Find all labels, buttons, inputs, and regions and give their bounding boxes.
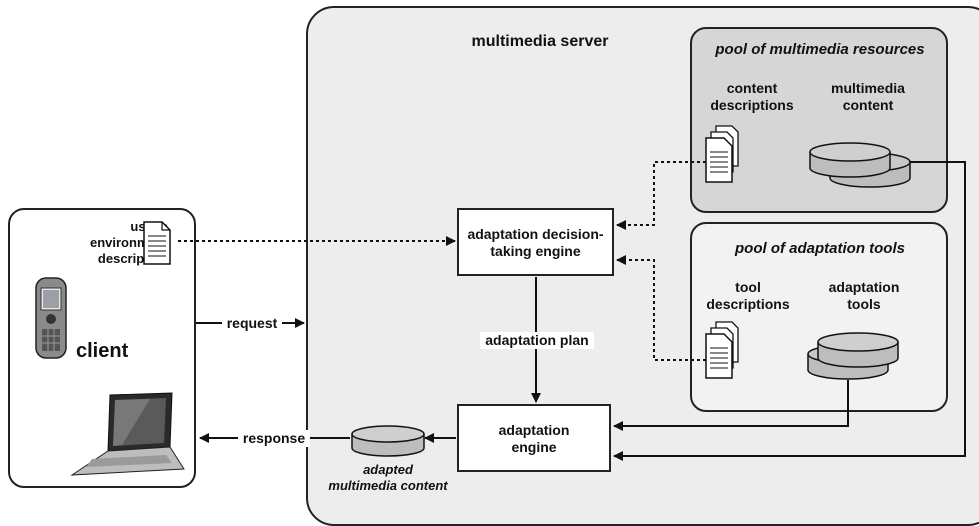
adaptation-engine [457,404,611,472]
content-descriptions-label: content descriptions [700,80,804,114]
tool-descriptions-label: tool descriptions [694,279,802,313]
request-label: request [222,315,282,332]
multimedia-content-disk-icon [809,142,911,188]
content-descriptions-icon [705,125,739,183]
tools-pool-title: pool of adaptation tools [735,240,905,257]
server-title: multimedia server [471,33,609,50]
mm-content-line1: multimedia [831,80,905,96]
adte-label: adaptation decision- taking engine [459,226,612,260]
tool-desc-line2: descriptions [706,296,790,312]
tool-desc-line1: tool [735,279,761,295]
laptop-icon [70,392,185,476]
adapted-line2: multimedia content [328,478,448,493]
resources-pool-title: pool of multimedia resources [715,41,925,58]
engine-line2: engine [511,439,557,455]
tools-line2: tools [847,296,881,312]
adaptation-tools-disk-icon [807,332,899,380]
content-to-engine-arrow [613,161,966,461]
adte-line2: taking engine [490,243,581,259]
adapted-line1: adapted [363,462,413,477]
tool-descriptions-icon [705,321,739,379]
mm-content-line2: content [842,97,894,113]
adaptation-tools-label: adaptation tools [810,279,918,313]
engine-label: adaptation engine [459,422,609,456]
content-desc-line1: content [726,80,778,96]
adte-line1: adaptation decision- [467,226,604,242]
mobile-phone-icon [35,277,67,359]
adaptation-decision-taking-engine [457,208,614,276]
adapted-content-label: adapted multimedia content [318,462,458,494]
engine-line1: adaptation [498,422,570,438]
content-desc-to-adte-arrow [616,161,706,230]
content-desc-line2: descriptions [710,97,794,113]
response-label: response [238,430,310,447]
tools-line1: adaptation [828,279,900,295]
tool-desc-to-adte-arrow [616,255,706,361]
client-title: client [76,340,129,362]
multimedia-content-label: multimedia content [818,80,918,114]
tools-to-engine-arrow [613,380,849,431]
pool-adaptation-tools [690,222,948,412]
diagram-connectors [35,125,966,476]
adapted-content-disk-icon [351,425,425,457]
adaptation-plan-label: adaptation plan [480,332,594,349]
usage-document-icon [143,221,171,265]
